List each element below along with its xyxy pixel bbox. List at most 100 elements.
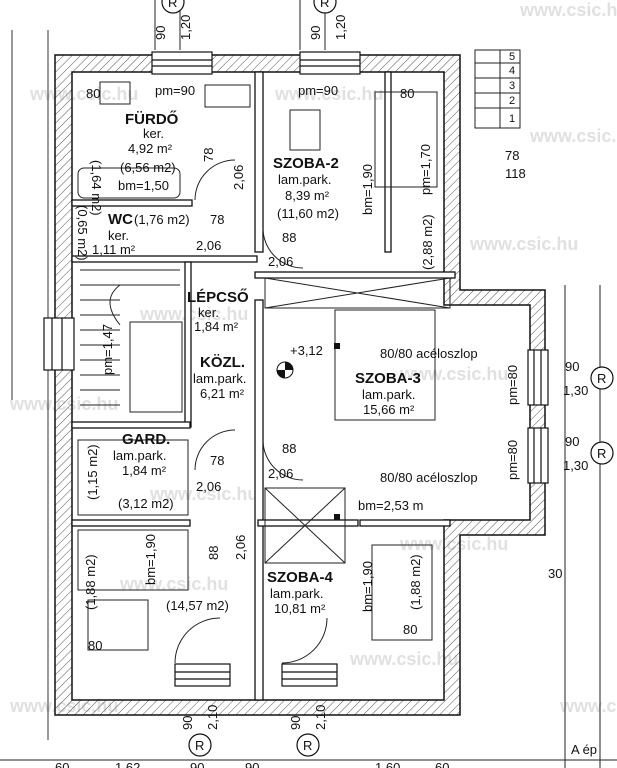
svg-text:LÉPCSŐ: LÉPCSŐ — [187, 288, 249, 306]
svg-text:WC: WC — [108, 211, 133, 228]
svg-text:ker.: ker. — [198, 305, 219, 320]
svg-text:80: 80 — [403, 622, 417, 637]
svg-text:(1,88 m2): (1,88 m2) — [83, 554, 98, 610]
room-szoba4: SZOBA-4 lam.park. 10,81 m² (14,57 m2) — [166, 569, 333, 616]
svg-text:www.csic.hu: www.csic.hu — [529, 126, 617, 146]
level-marker — [276, 361, 294, 379]
svg-text:2,06: 2,06 — [196, 238, 221, 253]
svg-text:1,84 m²: 1,84 m² — [194, 319, 239, 334]
svg-text:90: 90 — [565, 434, 579, 449]
bed-szoba2 — [374, 91, 438, 188]
svg-text:(2,88 m2): (2,88 m2) — [420, 214, 435, 270]
svg-text:ker.: ker. — [143, 126, 164, 141]
stair-numbers: 5 4 3 2 1 — [509, 51, 515, 125]
svg-text:(14,57 m2): (14,57 m2) — [166, 598, 229, 613]
svg-text:lam.park.: lam.park. — [113, 448, 166, 463]
svg-text:R: R — [597, 446, 606, 461]
svg-text:90: 90 — [153, 26, 168, 40]
r-markers — [161, 0, 614, 757]
svg-text:1,20: 1,20 — [333, 15, 348, 40]
bottom-dims: 60 1,62 90 90 1,60 60 — [55, 760, 449, 768]
svg-text:www.csic.hu: www.csic.hu — [559, 696, 617, 716]
svg-text:78: 78 — [210, 212, 224, 227]
fixtures — [77, 81, 251, 413]
svg-text:1,30: 1,30 — [563, 458, 588, 473]
svg-text:www.csic.hu: www.csic.hu — [139, 304, 248, 324]
windows-top — [151, 51, 361, 75]
svg-text:1,20: 1,20 — [178, 15, 193, 40]
svg-text:+3,12: +3,12 — [290, 343, 323, 358]
room-kozl: KÖZL. lam.park. 6,21 m² — [193, 354, 246, 401]
svg-text:www.csic.hu: www.csic.hu — [29, 84, 138, 104]
svg-text:bm=2,53 m: bm=2,53 m — [358, 498, 423, 513]
svg-text:4,92 m²: 4,92 m² — [128, 141, 173, 156]
svg-text:1,60: 1,60 — [375, 760, 400, 768]
svg-text:lam.park.: lam.park. — [193, 371, 246, 386]
svg-text:www.csic.hu: www.csic.hu — [274, 84, 383, 104]
svg-text:2,06: 2,06 — [196, 479, 221, 494]
desk-szoba2 — [289, 109, 321, 151]
svg-text:15,66 m²: 15,66 m² — [363, 402, 415, 417]
svg-text:3: 3 — [509, 80, 515, 92]
svg-text:1: 1 — [509, 113, 515, 125]
sink — [204, 84, 251, 108]
svg-text:www.csic.hu: www.csic.hu — [119, 574, 228, 594]
svg-text:pm=1,70: pm=1,70 — [418, 144, 433, 195]
svg-text:80/80 acéloszlop: 80/80 acéloszlop — [380, 346, 478, 361]
crossed-boxes — [264, 277, 451, 564]
svg-text:6,21 m²: 6,21 m² — [200, 386, 245, 401]
svg-text:(11,60 m2): (11,60 m2) — [277, 206, 339, 221]
toilet — [99, 81, 131, 105]
svg-text:1,62: 1,62 — [115, 760, 140, 768]
svg-text:90: 90 — [190, 760, 204, 768]
svg-text:10,81 m²: 10,81 m² — [274, 601, 326, 616]
svg-text:90: 90 — [308, 26, 323, 40]
windows-bottom — [174, 663, 338, 687]
svg-text:90: 90 — [180, 716, 195, 730]
svg-text:pm=90: pm=90 — [155, 83, 195, 98]
r-marker-labels: R R R R R R — [168, 0, 606, 753]
bed-szoba3 — [334, 309, 436, 421]
svg-text:80: 80 — [86, 86, 100, 101]
room-szoba3: SZOBA-3 lam.park. 15,66 m² — [355, 370, 421, 417]
svg-text:(3,12 m2): (3,12 m2) — [118, 496, 174, 511]
svg-text:SZOBA-3: SZOBA-3 — [355, 370, 421, 387]
svg-text:R: R — [168, 0, 177, 10]
svg-text:80: 80 — [88, 638, 102, 653]
rotated-annotations: 90 1,20 90 1,20 (1,64 m2) (0,65 m2) 78 2… — [75, 15, 520, 730]
svg-text:2,06: 2,06 — [231, 165, 246, 190]
room-szoba2: SZOBA-2 lam.park. 8,39 m² (11,60 m2) — [273, 155, 339, 221]
furniture — [77, 91, 438, 651]
svg-text:118: 118 — [505, 166, 526, 181]
svg-text:R: R — [195, 738, 204, 753]
desk — [87, 599, 149, 651]
svg-text:60: 60 — [55, 760, 69, 768]
svg-text:78: 78 — [201, 148, 216, 162]
svg-text:78: 78 — [505, 148, 519, 163]
svg-text:5: 5 — [509, 51, 515, 63]
svg-text:SZOBA-2: SZOBA-2 — [273, 155, 339, 172]
svg-text:pm=90: pm=90 — [298, 83, 338, 98]
stair-landing — [129, 321, 183, 413]
svg-text:1,30: 1,30 — [563, 383, 588, 398]
svg-text:2,06: 2,06 — [268, 254, 293, 269]
window-left — [43, 317, 75, 371]
svg-text:88: 88 — [282, 230, 296, 245]
svg-text:2,06: 2,06 — [268, 466, 293, 481]
roof-lines-left — [11, 30, 49, 740]
room-wc: WC (1,76 m2) ker. 1,11 m² — [92, 211, 190, 257]
svg-text:GARD.: GARD. — [122, 431, 170, 448]
svg-text:78: 78 — [210, 453, 224, 468]
svg-text:(1,15 m2): (1,15 m2) — [85, 444, 100, 500]
svg-text:2,10: 2,10 — [313, 705, 328, 730]
room-lepcso: LÉPCSŐ ker. 1,84 m² — [187, 288, 249, 334]
svg-text:R: R — [303, 738, 312, 753]
room-gard: GARD. lam.park. 1,84 m² (3,12 m2) — [113, 431, 174, 511]
watermarks: www.csic.hu www.csic.hu www.csic.hu www.… — [9, 0, 617, 716]
stair-numbers-box — [474, 49, 521, 129]
svg-text:2,10: 2,10 — [205, 705, 220, 730]
stairs — [80, 269, 180, 406]
svg-text:FÜRDŐ: FÜRDŐ — [125, 110, 179, 128]
windows-right — [527, 349, 549, 484]
